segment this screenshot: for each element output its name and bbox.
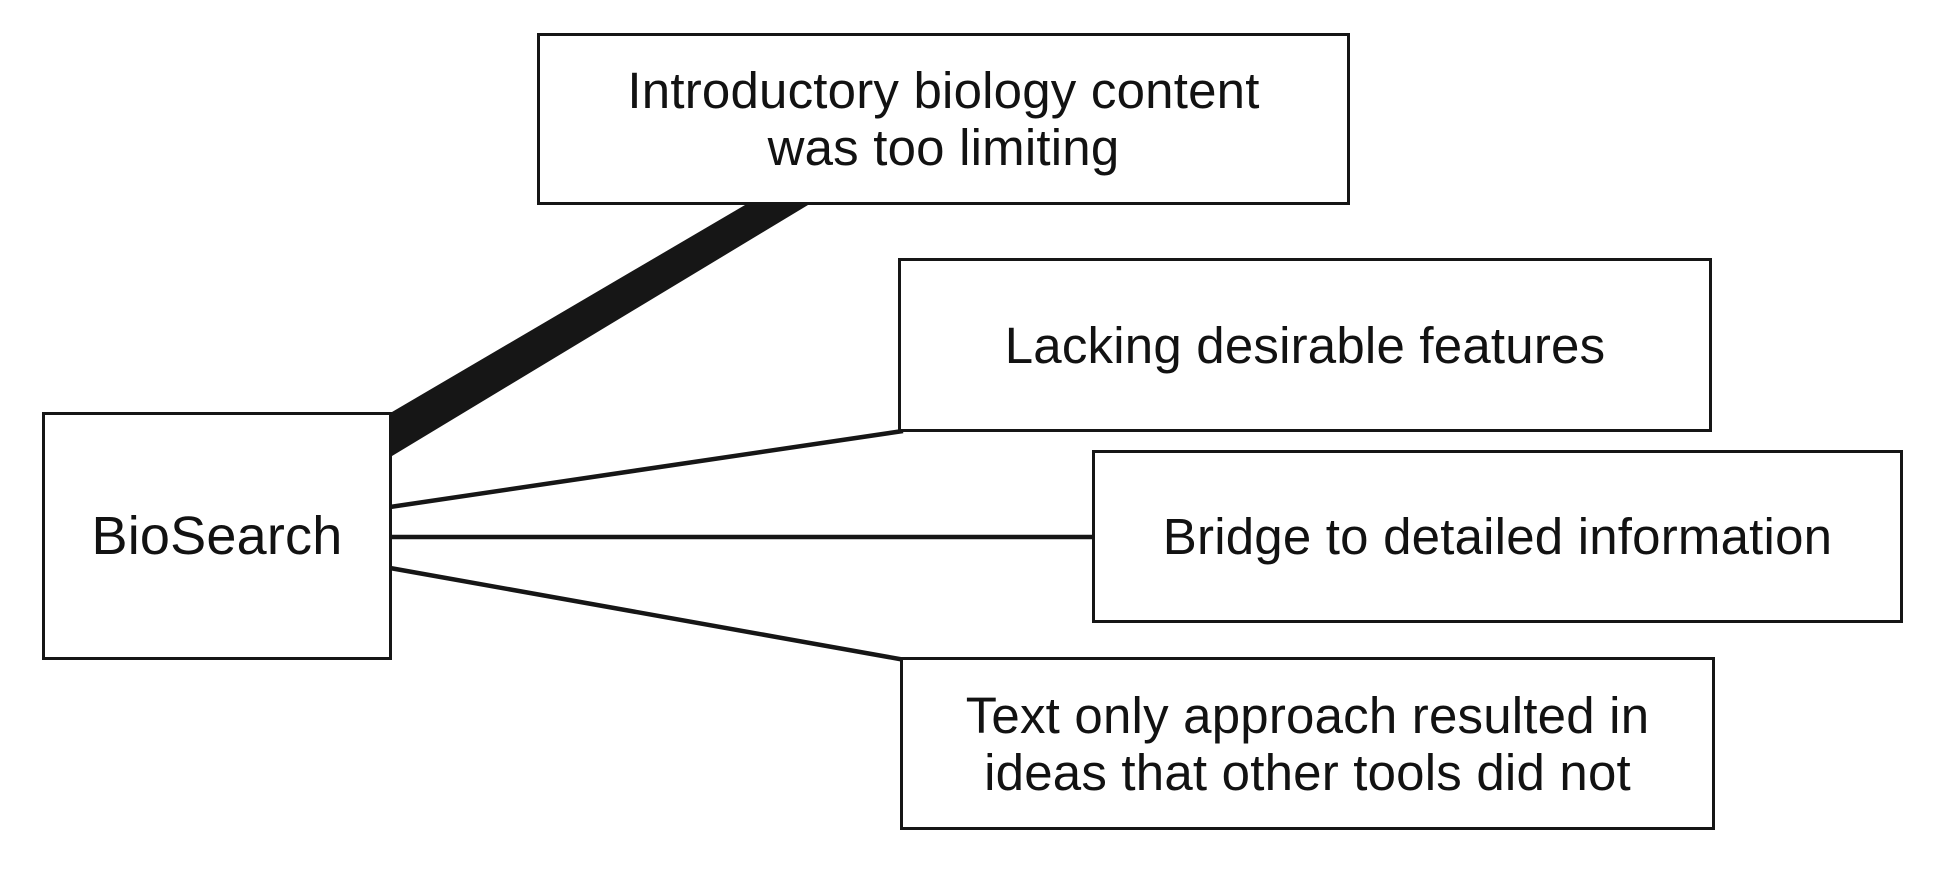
edge-biosearch-textonly xyxy=(389,565,906,663)
node-lacking-features-label: Lacking desirable features xyxy=(1004,316,1606,374)
node-text-only: Text only approach resulted in ideas tha… xyxy=(900,657,1715,830)
node-intro-limiting: Introductory biology content was too lim… xyxy=(537,33,1350,205)
node-bridge-info-label: Bridge to detailed information xyxy=(1162,508,1833,565)
node-biosearch-label: BioSearch xyxy=(91,505,343,566)
edge-biosearch-intro-thick xyxy=(392,205,808,456)
node-intro-limiting-label: Introductory biology content was too lim… xyxy=(627,62,1260,176)
node-biosearch: BioSearch xyxy=(42,412,392,660)
node-bridge-info: Bridge to detailed information xyxy=(1092,450,1903,623)
edge-biosearch-lacking xyxy=(389,428,904,510)
node-text-only-label: Text only approach resulted in ideas tha… xyxy=(965,686,1650,801)
node-lacking-features: Lacking desirable features xyxy=(898,258,1712,432)
